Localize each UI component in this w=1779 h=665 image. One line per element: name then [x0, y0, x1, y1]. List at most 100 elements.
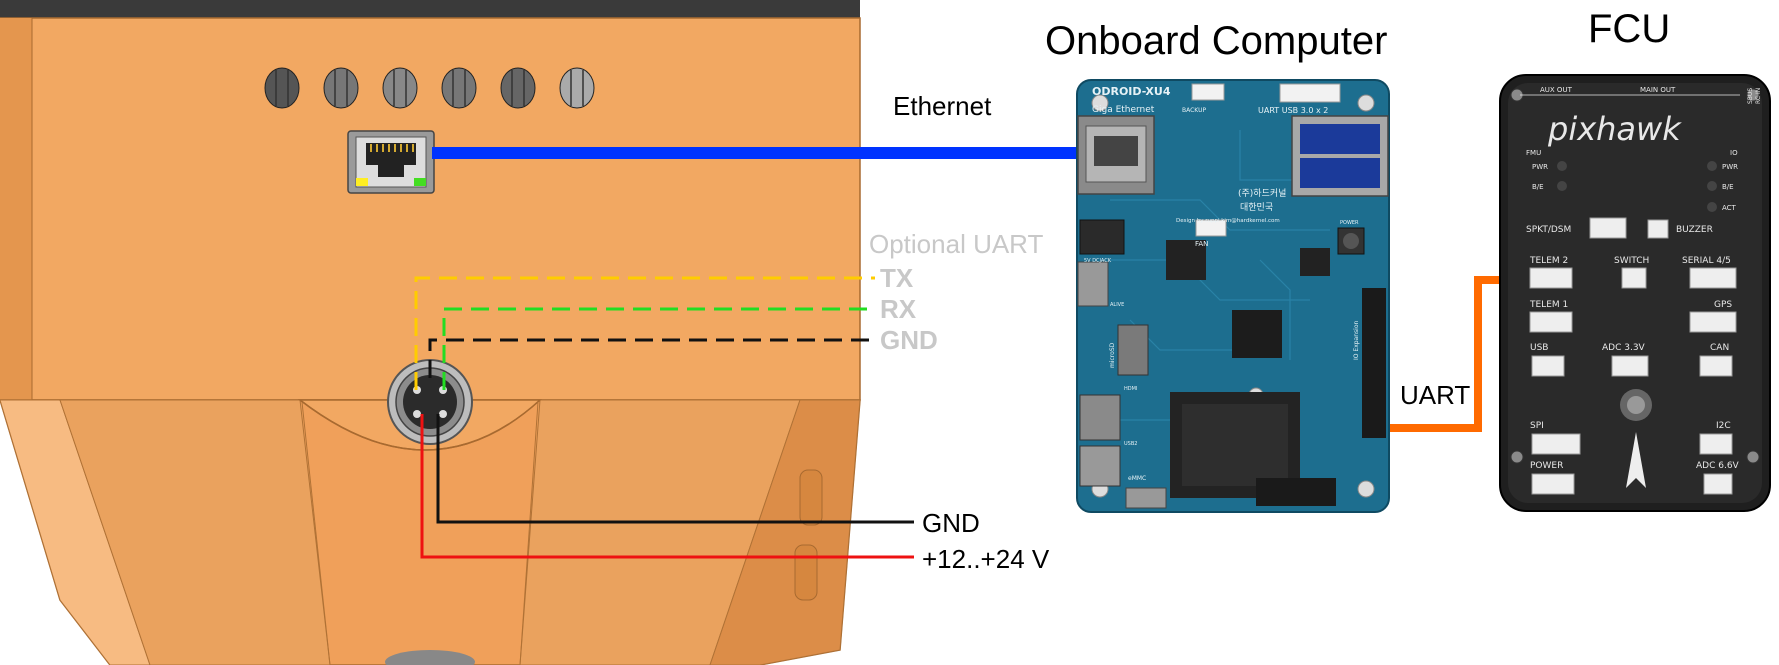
- rx-label: RX: [880, 294, 917, 324]
- dcjack-text: 5V DCJACK: [1084, 258, 1112, 264]
- alive-text: ALIVE: [1110, 302, 1124, 308]
- fmu-text: FMU: [1526, 149, 1541, 157]
- connector-pin: [439, 410, 447, 418]
- pixhawk-screw: [1746, 450, 1760, 464]
- fan-connector: [1195, 219, 1227, 237]
- housing-facet-right: [709, 399, 861, 665]
- spkt-text: SPKT/DSM: [1526, 225, 1571, 235]
- adc33-port: [1611, 355, 1649, 377]
- adc33-text: ADC 3.3V: [1602, 343, 1646, 353]
- rj45-port: [347, 130, 435, 194]
- be-right-text: B/E: [1722, 183, 1734, 191]
- aux-out-text: AUX OUT: [1540, 86, 1573, 94]
- buzzer-text: BUZZER: [1676, 225, 1713, 235]
- power-positive-wire: [420, 414, 914, 559]
- mounting-hole: [1357, 480, 1375, 498]
- power-port: [1531, 473, 1575, 495]
- pwr-right-text: PWR: [1722, 163, 1738, 171]
- spi-port: [1531, 433, 1581, 455]
- can-port: [1699, 355, 1733, 377]
- io-expansion-header: [1362, 288, 1386, 438]
- housing-left-edge: [0, 18, 32, 400]
- usb3-text: UART USB 3.0 x 2: [1258, 106, 1328, 115]
- odroid-chip: [1300, 248, 1330, 276]
- mounting-hole: [1091, 94, 1109, 112]
- uart-connector: [1279, 83, 1341, 103]
- korean-text-1: (주)하드커널: [1238, 188, 1286, 199]
- housing-top-edge: [0, 0, 860, 20]
- usb-text: USB: [1530, 343, 1548, 353]
- housing-facet-mid-left: [59, 399, 331, 665]
- buzzer-port: [1647, 219, 1669, 239]
- power-text: POWER: [1340, 220, 1359, 226]
- tx-label: TX: [880, 263, 914, 293]
- io-expansion-text: IO Expansion: [1353, 321, 1360, 360]
- housing-side-bump-2: [794, 544, 818, 601]
- led-be-left: [1557, 181, 1567, 191]
- backup-text: BACKUP: [1182, 107, 1206, 114]
- telem2-text: TELEM 2: [1529, 256, 1568, 266]
- wires: [414, 147, 1560, 559]
- switch-text: SWITCH: [1614, 256, 1649, 266]
- vent-hole: [441, 67, 477, 109]
- mounting-hole: [1357, 94, 1375, 112]
- pixhawk-brand: pixhawk: [1547, 110, 1682, 148]
- housing-facet-mid-right: [519, 399, 801, 665]
- vent-hole: [264, 67, 300, 109]
- spi-text: SPI: [1530, 421, 1544, 431]
- gps-text: GPS: [1714, 300, 1732, 310]
- ethernet-label: Ethernet: [893, 91, 992, 121]
- led-be-right: [1707, 181, 1717, 191]
- housing-facet-left: [0, 399, 151, 665]
- rx-wire: [442, 307, 875, 390]
- odroid-board: ODROID-XU4 Giga Ethernet BACKUP UART USB…: [1076, 79, 1390, 513]
- housing-bottom-dome: [385, 650, 475, 665]
- fan-text: FAN: [1195, 240, 1208, 248]
- diagram-labels: Onboard Computer FCU Ethernet Optional U…: [869, 7, 1670, 574]
- spkt-port: [1589, 217, 1627, 239]
- gps-port: [1689, 311, 1737, 333]
- hdmi-port: [1079, 394, 1121, 441]
- vent-holes: [264, 67, 595, 109]
- onboard-computer-label: Onboard Computer: [1045, 19, 1387, 63]
- rj45-led-yellow: [356, 178, 368, 186]
- vent-hole: [559, 67, 595, 109]
- power-voltage-label: +12..+24 V: [922, 544, 1050, 574]
- device-housing: [0, 0, 861, 665]
- connector-pin: [413, 410, 421, 418]
- telem1-port: [1529, 311, 1573, 333]
- telem2-port: [1529, 267, 1573, 289]
- main-out-text: MAIN OUT: [1640, 86, 1676, 94]
- serial45-port: [1689, 267, 1737, 289]
- adc66-port: [1703, 473, 1733, 495]
- bottom-header: [1256, 478, 1336, 506]
- can-text: CAN: [1710, 343, 1729, 353]
- emmc-text: eMMC: [1128, 475, 1146, 482]
- design-by-text: Design by ruppi.kim@hardkernel.com: [1176, 218, 1280, 224]
- serial45-text: SERIAL 4/5: [1682, 256, 1731, 266]
- act-text: ACT: [1722, 204, 1737, 212]
- giga-ethernet-text: Giga Ethernet: [1092, 105, 1155, 115]
- power-gnd-wire: [436, 414, 914, 524]
- korean-text-2: 대한민국: [1240, 202, 1273, 213]
- usb2-text: USB2: [1124, 441, 1137, 447]
- vent-hole: [382, 67, 418, 109]
- be-left-text: B/E: [1532, 183, 1544, 191]
- microsd-text: microSD: [1109, 342, 1116, 368]
- power-gnd-label: GND: [922, 508, 980, 538]
- uart-label: UART: [1400, 380, 1470, 410]
- emmc-connector: [1125, 487, 1167, 509]
- power-port-text: POWER: [1530, 461, 1563, 471]
- led-pwr-left: [1557, 161, 1567, 171]
- uart-gnd-label: GND: [880, 325, 938, 355]
- usb-port: [1531, 355, 1565, 377]
- vent-hole: [500, 67, 536, 109]
- dc-jack: [1079, 219, 1125, 255]
- hdmi-text: HDMI: [1124, 386, 1137, 392]
- rc-in-text: RC IN: [1755, 88, 1762, 104]
- tx-wire: [414, 276, 875, 390]
- housing-upper-body: [0, 17, 861, 401]
- side-port: [1077, 261, 1109, 307]
- i2c-port: [1699, 433, 1733, 455]
